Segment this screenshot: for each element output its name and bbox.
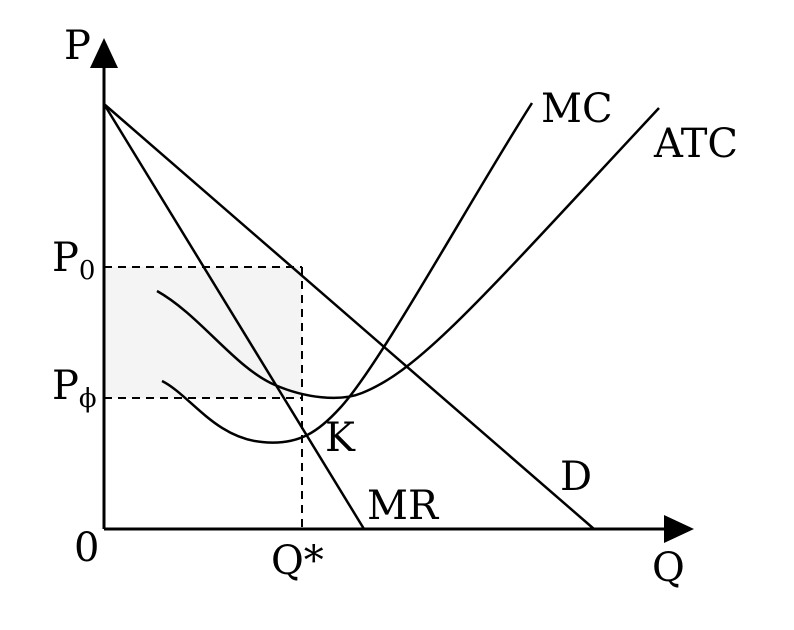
demand-curve xyxy=(103,103,595,530)
profit-area xyxy=(104,267,302,398)
mr-label: MR xyxy=(367,483,440,529)
p0-label-main: P xyxy=(52,235,79,281)
q-star-label: Q* xyxy=(271,538,324,584)
marginal-revenue-curve xyxy=(102,103,366,530)
q-axis-arrow xyxy=(664,515,694,543)
p0-label: P0 xyxy=(52,235,95,286)
mc-label: MC xyxy=(541,86,613,132)
p-axis-arrow xyxy=(90,38,118,68)
origin-label: 0 xyxy=(74,525,99,571)
q-axis-label: Q xyxy=(652,545,685,591)
p-axis-label: P xyxy=(64,23,91,69)
pf-label: Pϕ xyxy=(52,363,97,414)
atc-label: ATC xyxy=(653,121,738,167)
mc-curve xyxy=(161,102,534,444)
atc-curve xyxy=(156,107,660,400)
pf-label-sub: ϕ xyxy=(79,384,97,414)
k-point-label: K xyxy=(325,415,356,461)
p0-label-sub: 0 xyxy=(79,256,96,286)
demand-label: D xyxy=(560,454,592,500)
pf-label-main: P xyxy=(52,363,79,409)
